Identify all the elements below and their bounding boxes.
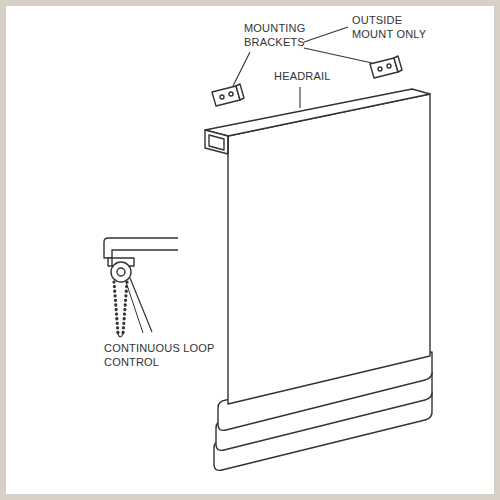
part-label: MOUNTING BRACKETS [244, 21, 310, 49]
frame-border [3, 3, 497, 497]
bead-chain [114, 278, 152, 337]
headrail-end [205, 130, 228, 154]
part-label: CONTINUOUS LOOP CONTROL [104, 341, 224, 369]
fabric-panel [228, 94, 430, 404]
headrail-end-inner [209, 135, 224, 150]
part-label: HEADRAIL [274, 69, 364, 83]
mounting-bracket [370, 56, 402, 78]
mounting-bracket [212, 84, 244, 106]
loop-control-detail [104, 238, 178, 282]
headrail [205, 89, 430, 136]
note-label: OUTSIDE MOUNT ONLY [352, 13, 434, 41]
